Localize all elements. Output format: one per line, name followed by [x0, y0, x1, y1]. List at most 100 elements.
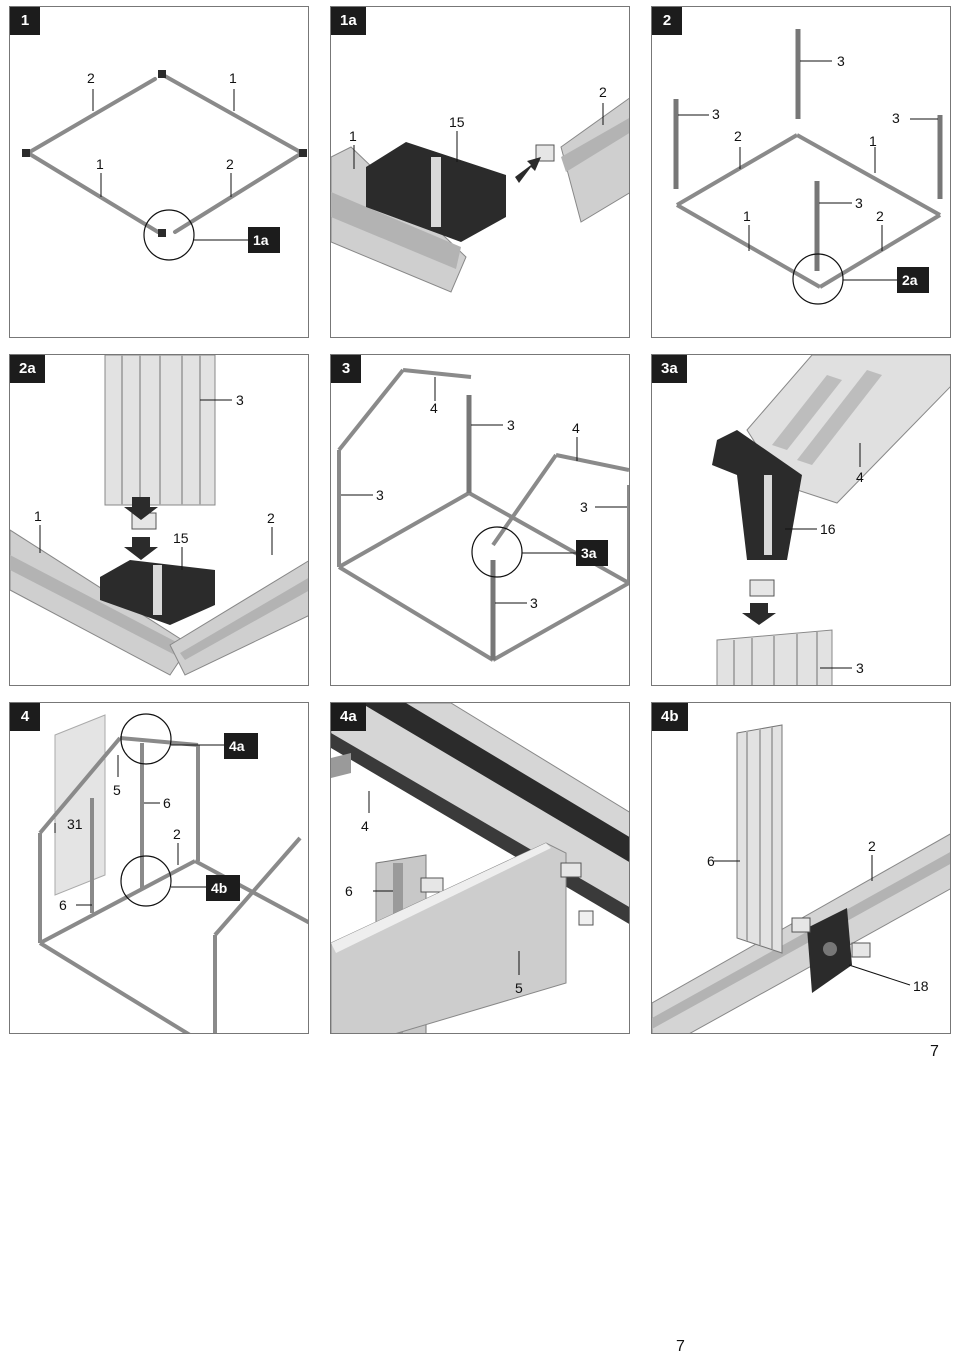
- corner-connector: [158, 229, 166, 237]
- arrow-icon: [515, 157, 541, 183]
- detail-circle: [471, 526, 523, 578]
- frame-rail: [38, 941, 191, 1033]
- callout-4a: 4a: [229, 738, 245, 754]
- screw: [560, 862, 582, 878]
- part-label: 6: [59, 897, 67, 913]
- panel-tag: 3a: [652, 355, 687, 383]
- panel-3: 3a 4 3 4 3 3 3 3: [330, 354, 630, 686]
- part-label: 2: [734, 128, 742, 144]
- part-label: 1: [743, 208, 751, 224]
- part-label: 2: [868, 838, 876, 854]
- part-label: 6: [345, 883, 353, 899]
- panel-3a-drawing: 4 16 3: [712, 355, 950, 685]
- part-label: 5: [113, 782, 121, 798]
- panel-2a: 3 1 15 2 2a: [9, 354, 309, 686]
- panel-tag: 2: [652, 7, 682, 35]
- callout-box-4a: [224, 733, 258, 759]
- part-label: 3: [376, 487, 384, 503]
- panel-4b: 6 2 18 4b: [651, 702, 951, 1034]
- panel-tag: 4: [10, 703, 40, 731]
- panel-2a-drawing: 3 1 15 2: [10, 355, 308, 676]
- corner-connector: [158, 70, 166, 78]
- door-panel-5: [331, 842, 567, 1033]
- arrow-icon: [124, 537, 158, 560]
- roof-rafter: [213, 836, 302, 937]
- part-label: 15: [449, 114, 465, 130]
- part-label: 31: [67, 816, 83, 832]
- part-label: 3: [580, 499, 588, 515]
- part-label: 2: [87, 70, 95, 86]
- roof-rafter: [555, 453, 629, 472]
- frame-rail: [338, 491, 470, 569]
- panel-1: 1a 2 1 1 2 1: [9, 6, 309, 338]
- part-label: 1: [349, 128, 357, 144]
- part-label: 4: [572, 420, 580, 436]
- part-label: 1: [869, 133, 877, 149]
- part-label: 4: [856, 469, 864, 485]
- roof-rafter: [337, 368, 405, 452]
- panel-2: 2a 3 3 3 2 1 1 3 2 2: [651, 6, 951, 338]
- panel-4b-drawing: 6 2 18: [652, 724, 950, 1033]
- panel-tag: 1: [10, 7, 40, 35]
- frame-rail: [818, 213, 942, 289]
- roof-rafter: [119, 736, 199, 747]
- part-label: 2: [226, 156, 234, 172]
- callout-2a: 2a: [902, 272, 918, 288]
- frame-rail: [39, 859, 196, 945]
- part-label: 3: [892, 110, 900, 126]
- detail-circle: [120, 713, 172, 765]
- frame-rail: [492, 581, 629, 662]
- panel-tag: 3: [331, 355, 361, 383]
- page-number-small: 7: [930, 1043, 939, 1060]
- panel-tag: 1a: [331, 7, 366, 35]
- detail-circle: [143, 209, 195, 261]
- part-label: 1: [34, 508, 42, 524]
- roof-rafter: [402, 368, 472, 379]
- profile-groove: [331, 192, 461, 269]
- part-label: 3: [507, 417, 515, 433]
- panel-1-drawing: 1a 2 1 1 2: [22, 70, 307, 261]
- part-label: 3: [712, 106, 720, 122]
- panel-1a: 1 15 2 1a: [330, 6, 630, 338]
- corner-connector: [299, 149, 307, 157]
- frame-rail: [26, 77, 157, 155]
- callout-4b: 4b: [211, 880, 227, 896]
- roof-bracket-16: [712, 430, 802, 560]
- panel-4a-drawing: 4 6 5: [331, 703, 629, 1033]
- part-label: 3: [856, 660, 864, 676]
- detail-circle: [792, 253, 844, 305]
- part-label: 4: [361, 818, 369, 834]
- corner-connector: [22, 149, 30, 157]
- panel-tag: 4b: [652, 703, 688, 731]
- detail-circle: [120, 855, 172, 907]
- callout-box-3a: [576, 540, 608, 566]
- part-label: 2: [599, 84, 607, 100]
- part-label: 3: [236, 392, 244, 408]
- part-label: 3: [530, 595, 538, 611]
- callout-3a: 3a: [581, 545, 597, 561]
- frame-rail: [161, 73, 304, 155]
- panel-1a-drawing: 1 15 2: [331, 84, 629, 293]
- frame-rail: [796, 133, 941, 217]
- frame-rail: [675, 133, 799, 207]
- connector-pin: [431, 157, 441, 227]
- roof-rafter: [38, 736, 122, 835]
- panel-3-drawing: 3a 4 3 4 3 3 3: [337, 368, 629, 662]
- frame-rail: [26, 151, 160, 234]
- frame-rail: [173, 151, 304, 234]
- panel-4a: 4 6 5 4a: [330, 702, 630, 1034]
- screw: [851, 942, 871, 958]
- arrow-icon: [742, 603, 776, 625]
- part-label: 16: [820, 521, 836, 537]
- screw: [535, 144, 555, 162]
- screw: [420, 877, 444, 893]
- part-label: 18: [913, 978, 929, 994]
- screw: [749, 579, 775, 597]
- part-label: 6: [707, 853, 715, 869]
- part-label: 3: [855, 195, 863, 211]
- frame-rail: [337, 565, 495, 662]
- callout-box-1a: [248, 227, 280, 253]
- panel-2-drawing: 2a 3 3 3 2 1 1 3 2: [673, 29, 943, 305]
- part-label: 4: [430, 400, 438, 416]
- part-label: 2: [267, 510, 275, 526]
